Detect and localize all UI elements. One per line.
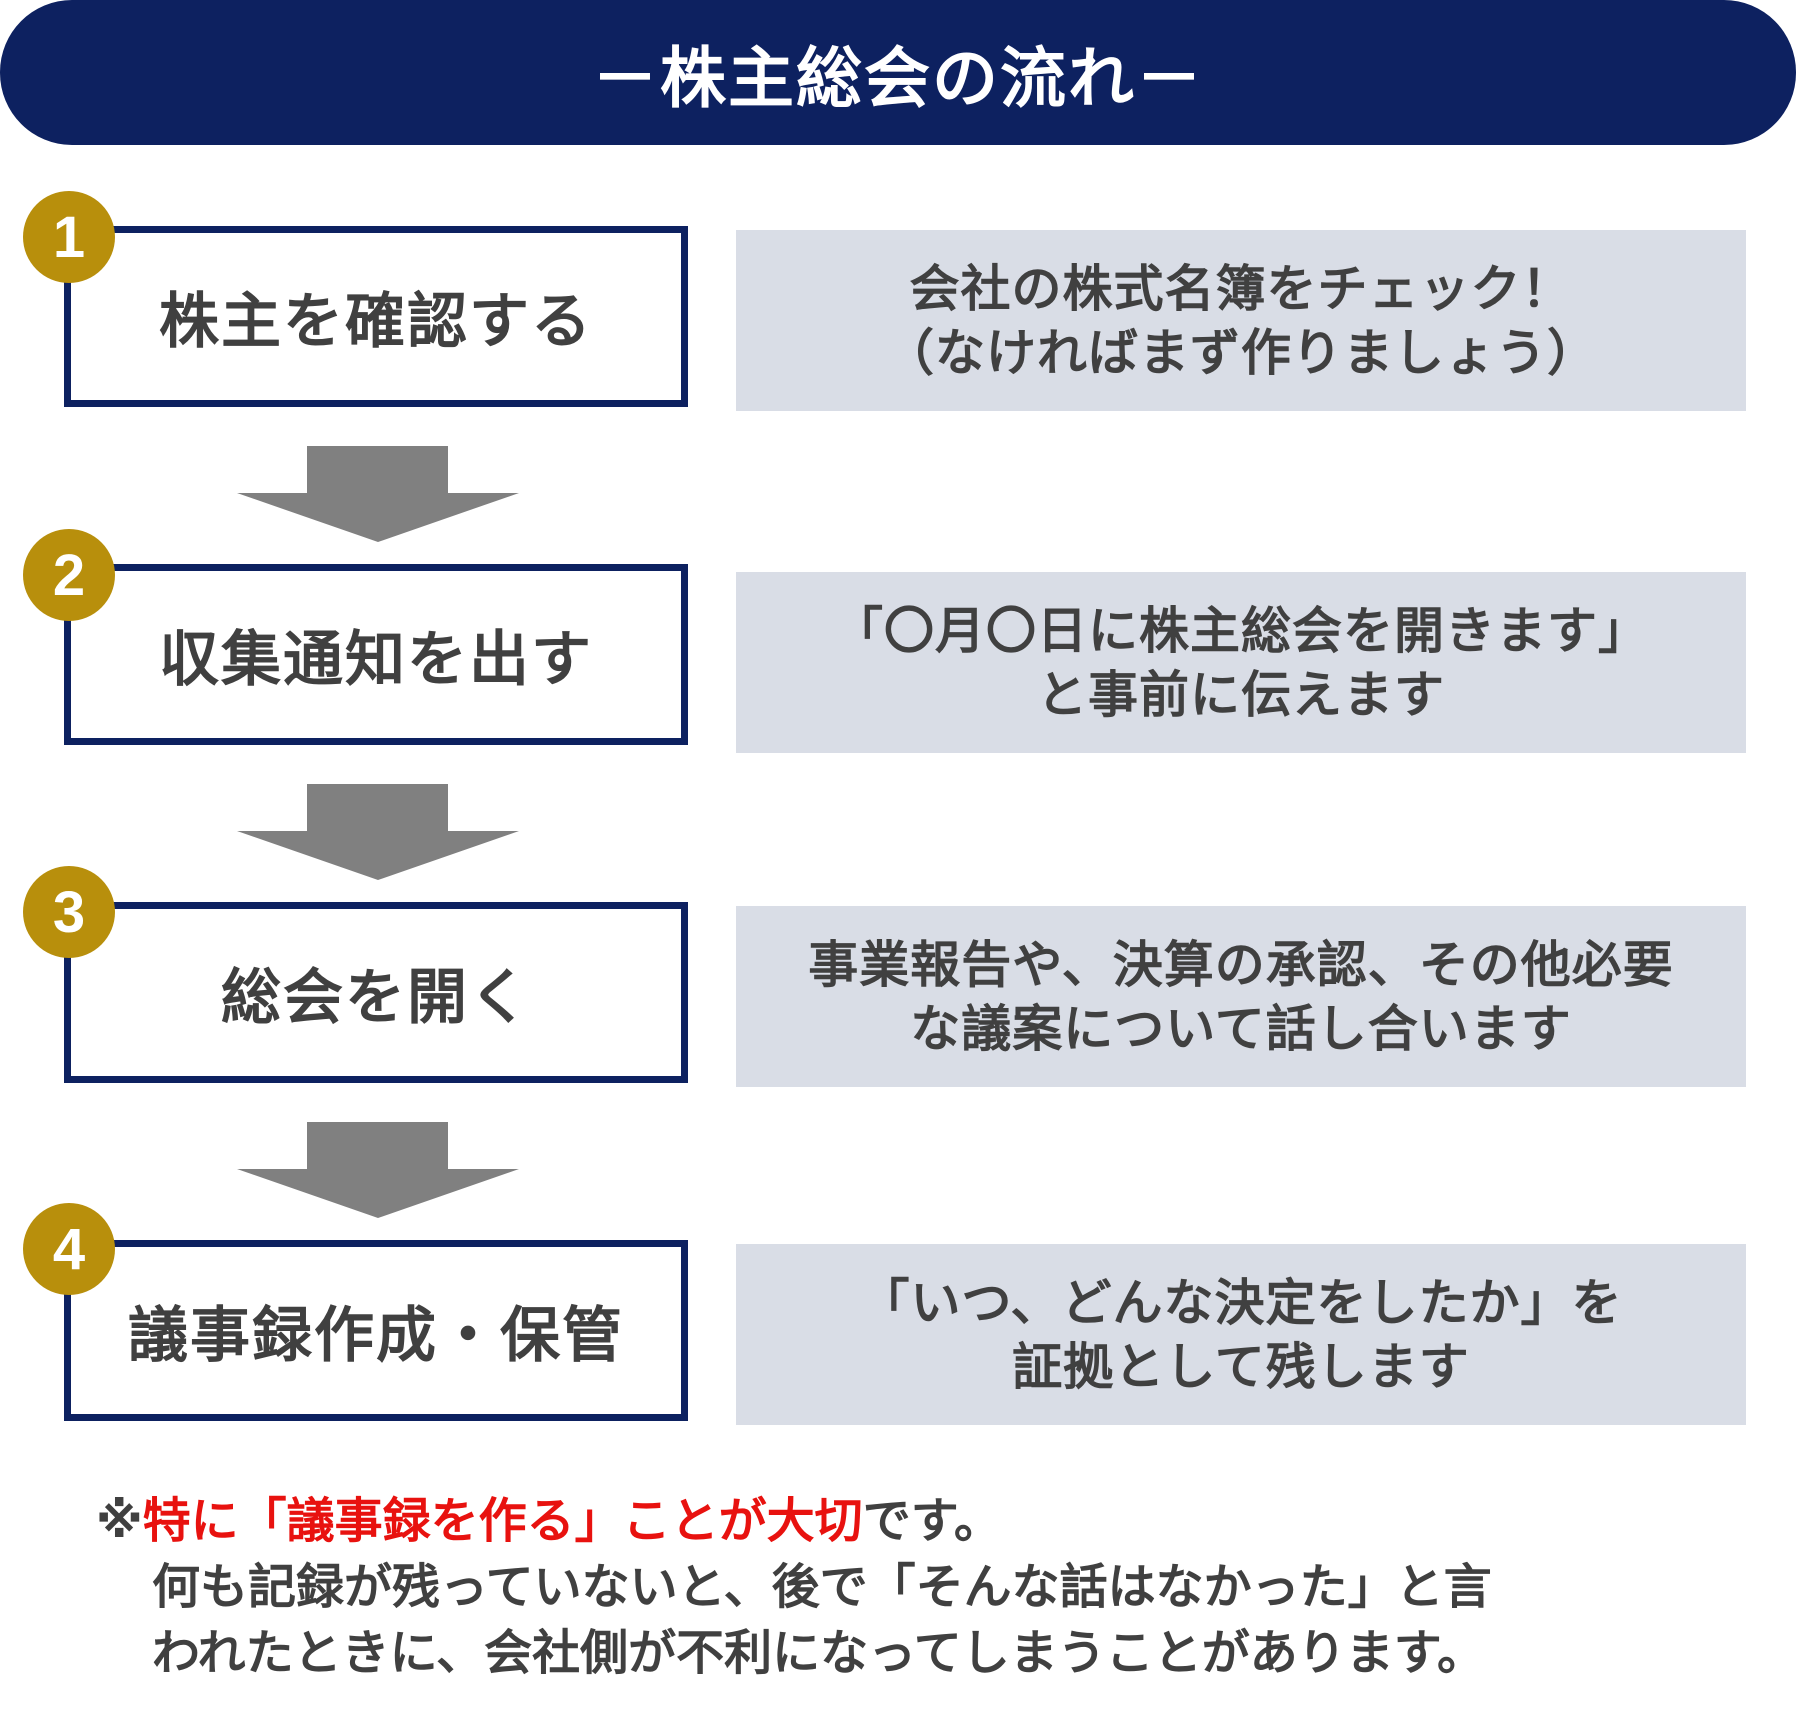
step-1-description-line-1: 会社の株式名簿をチェック！ bbox=[909, 259, 1573, 318]
step-4-number-badge: 4 bbox=[23, 1203, 115, 1295]
step-3-label: 総会を開く bbox=[221, 963, 531, 1033]
step-2-box: 収集通知を出す bbox=[64, 564, 688, 745]
footnote-line-2: 何も記録が残っていないと、後で「そんな話はなかった」と言 bbox=[152, 1559, 1492, 1615]
step-4-description-line-1: 「いつ、どんな決定をしたか」を bbox=[859, 1273, 1623, 1332]
footnote: ※特に「議事録を作る」ことが大切です。 何も記録が残っていないと、後で「そんな話… bbox=[96, 1488, 1736, 1686]
step-1-label: 株主を確認する bbox=[159, 287, 593, 357]
down-arrow-icon bbox=[237, 446, 519, 542]
step-4-label: 議事録作成・保管 bbox=[128, 1301, 624, 1371]
footnote-line-1-rest: です。 bbox=[862, 1493, 1002, 1549]
step-2-description: 「〇月〇日に株主総会を開きます」 と事前に伝えます bbox=[736, 572, 1746, 753]
step-3-box: 総会を開く bbox=[64, 902, 688, 1083]
footnote-mark: ※ bbox=[96, 1493, 143, 1549]
step-1-description: 会社の株式名簿をチェック！ （なければまず作りましょう） bbox=[736, 230, 1746, 411]
down-arrow-icon bbox=[237, 784, 519, 880]
step-3-description-line-1: 事業報告や、決算の承認、その他必要 bbox=[808, 935, 1674, 994]
step-2-description-line-2: と事前に伝えます bbox=[1037, 665, 1445, 724]
step-2-label: 収集通知を出す bbox=[159, 625, 593, 695]
title-banner: －株主総会の流れ－ bbox=[0, 0, 1796, 145]
down-arrow-icon bbox=[237, 1122, 519, 1218]
footnote-highlight: 特に「議事録を作る」ことが大切 bbox=[142, 1493, 863, 1549]
step-1-description-line-2: （なければまず作りましょう） bbox=[884, 323, 1598, 382]
step-4-box: 議事録作成・保管 bbox=[64, 1240, 688, 1421]
step-1-box: 株主を確認する bbox=[64, 226, 688, 407]
step-2-description-line-1: 「〇月〇日に株主総会を開きます」 bbox=[833, 601, 1649, 660]
step-3-description-line-2: な議案について話し合います bbox=[910, 999, 1572, 1058]
footnote-line-1: ※特に「議事録を作る」ことが大切です。 bbox=[96, 1488, 1736, 1554]
step-3-description: 事業報告や、決算の承認、その他必要 な議案について話し合います bbox=[736, 906, 1746, 1087]
footnote-line-3: われたときに、会社側が不利になってしまうことがあります。 bbox=[152, 1625, 1485, 1681]
step-3-number-badge: 3 bbox=[23, 866, 115, 958]
step-4-description-line-2: 証拠として残します bbox=[1012, 1337, 1470, 1396]
step-1-number-badge: 1 bbox=[23, 191, 115, 283]
step-4-description: 「いつ、どんな決定をしたか」を 証拠として残します bbox=[736, 1244, 1746, 1425]
step-2-number-badge: 2 bbox=[23, 529, 115, 621]
page-title: －株主総会の流れ－ bbox=[592, 39, 1204, 117]
